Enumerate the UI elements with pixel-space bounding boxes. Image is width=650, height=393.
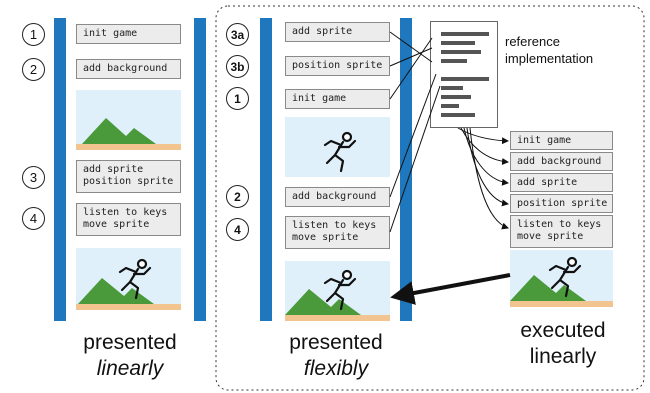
right-step-init-game: init game (510, 131, 613, 150)
reference-label-line2: implementation (505, 51, 594, 66)
left-step-add-background: add background (76, 59, 181, 79)
middle-step-add-background: add background (285, 187, 390, 207)
middle-column-right-bar (400, 18, 412, 321)
right-step-add-background: add background (510, 152, 613, 171)
left-scene-background (76, 90, 181, 150)
middle-column-left-bar (260, 18, 272, 321)
middle-step-init-game: init game (285, 89, 390, 109)
middle-step-position-sprite: position sprite (285, 56, 390, 76)
left-step-badge-2: 2 (22, 58, 45, 81)
left-step-badge-4: 4 (22, 207, 45, 230)
reference-label-line1: reference (505, 34, 560, 49)
reference-document-icon (430, 21, 498, 128)
right-step-position-sprite: position sprite (510, 194, 613, 213)
left-step-init-game: init game (76, 24, 181, 44)
left-step-badge-1: 1 (22, 23, 45, 46)
runner-icon (118, 258, 152, 300)
right-step-add-sprite: add sprite (510, 173, 613, 192)
middle-caption-line2: flexibly (303, 357, 369, 380)
runner-icon (323, 131, 357, 173)
middle-step-badge-1: 1 (226, 87, 249, 110)
middle-step-badge-4: 4 (226, 218, 249, 241)
right-scene-final (510, 250, 613, 307)
middle-scene-sprite (285, 117, 390, 177)
left-caption-line2: linearly (96, 357, 164, 380)
left-step-listen-move-sprite: listen to keys move sprite (76, 203, 181, 236)
runner-icon (323, 269, 357, 311)
reference-label: reference implementation (505, 33, 593, 67)
runner-icon (548, 256, 582, 298)
left-column-right-bar (194, 18, 206, 321)
middle-step-listen-move-sprite: listen to keys move sprite (285, 216, 390, 249)
left-step-add-position-sprite: add sprite position sprite (76, 160, 181, 193)
right-caption-line2: linearly (529, 345, 597, 368)
right-step-listen-move-sprite: listen to keys move sprite (510, 215, 613, 248)
middle-step-badge-3b: 3b (226, 55, 249, 78)
right-caption: executed linearly (478, 318, 648, 370)
middle-caption: presented flexibly (246, 330, 426, 382)
left-caption-line1: presented (83, 331, 177, 354)
middle-step-badge-3a: 3a (226, 23, 249, 46)
left-column-left-bar (54, 18, 66, 321)
middle-caption-line1: presented (289, 331, 383, 354)
left-scene-final (76, 248, 181, 310)
right-caption-line1: executed (520, 319, 606, 342)
left-step-badge-3: 3 (22, 166, 45, 189)
middle-step-add-sprite: add sprite (285, 22, 390, 42)
left-caption: presented linearly (40, 330, 220, 382)
middle-scene-final (285, 261, 390, 321)
middle-step-badge-2: 2 (226, 185, 249, 208)
